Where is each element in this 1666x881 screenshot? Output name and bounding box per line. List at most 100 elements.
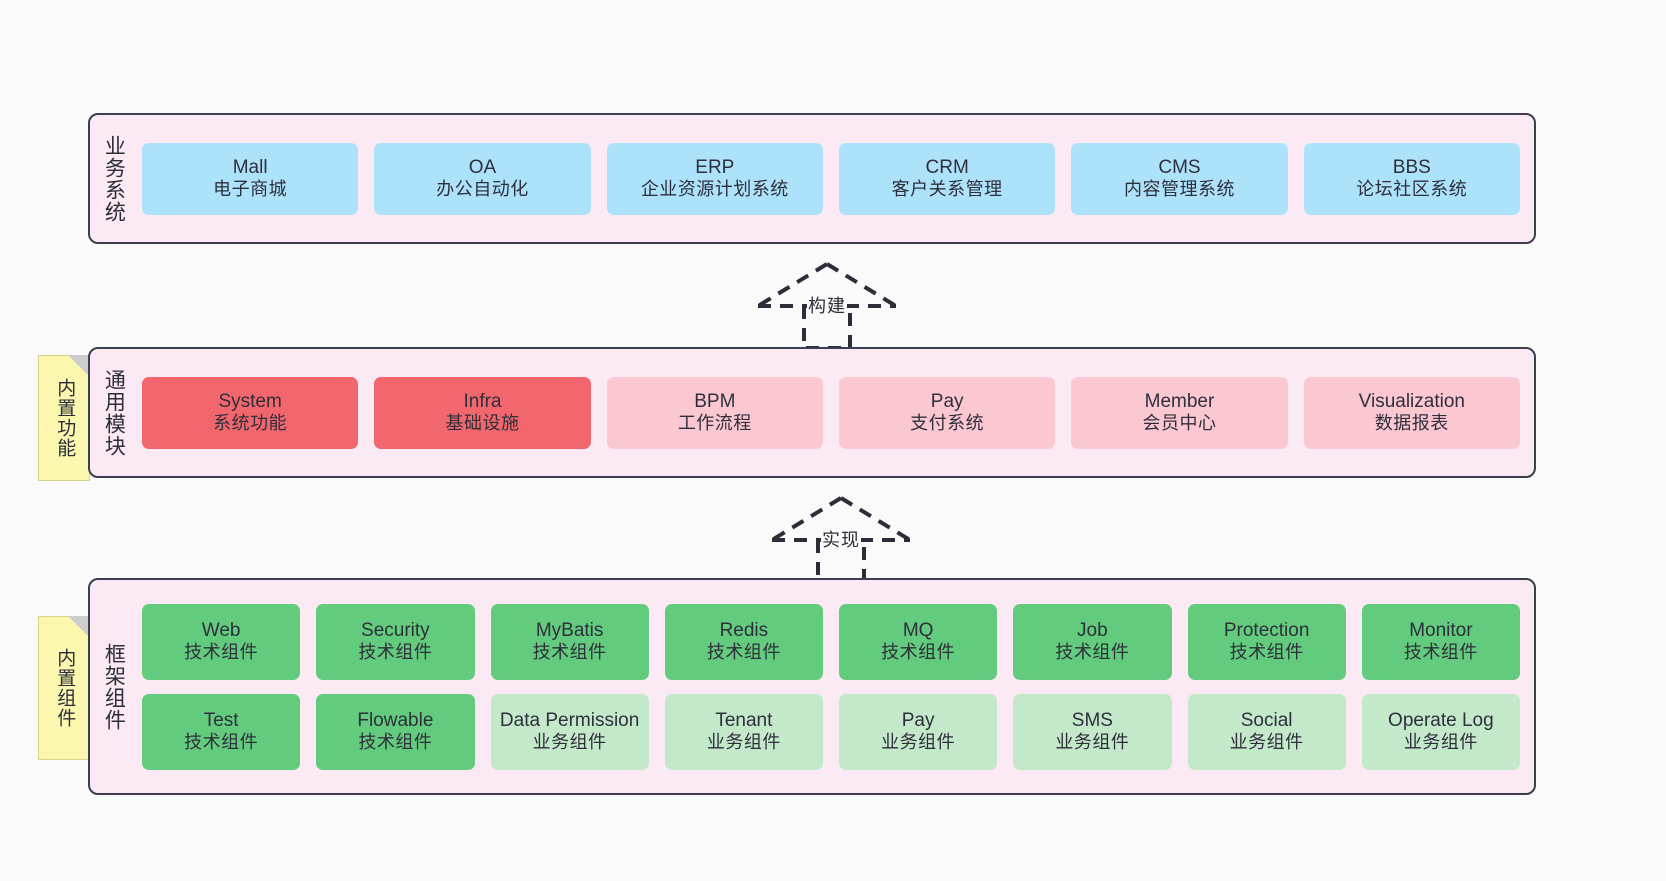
- card-row: Web 技术组件 Security 技术组件 MyBatis 技术组件 Redi…: [142, 603, 1520, 680]
- card-subtitle: 支付系统: [910, 413, 985, 434]
- card-subtitle: 内容管理系统: [1123, 179, 1235, 200]
- layer-title-frame: 框架组件: [102, 642, 126, 731]
- card-subtitle: 技术组件: [184, 732, 259, 753]
- card-title: CRM: [925, 156, 969, 178]
- arrow-implement: 实现: [766, 492, 916, 584]
- card-subtitle: 企业资源计划系统: [640, 179, 789, 200]
- card-security[interactable]: Security 技术组件: [316, 603, 475, 680]
- card-subtitle: 客户关系管理: [891, 179, 1003, 200]
- card-job[interactable]: Job 技术组件: [1013, 603, 1172, 680]
- card-title: Visualization: [1358, 390, 1465, 412]
- card-subtitle: 业务组件: [1229, 732, 1304, 753]
- layer-body-modules: System 系统功能 Infra 基础设施 BPM 工作流程 Pay 支付系统…: [136, 349, 1534, 476]
- card-social[interactable]: Social 业务组件: [1187, 693, 1346, 770]
- card-subtitle: 数据报表: [1374, 413, 1449, 434]
- card-web[interactable]: Web 技术组件: [142, 603, 301, 680]
- card-title: Web: [201, 619, 241, 641]
- card-subtitle: 业务组件: [1403, 732, 1478, 753]
- arrow-build: 构建: [752, 258, 902, 350]
- card-title: MQ: [902, 619, 934, 641]
- card-infra[interactable]: Infra 基础设施: [374, 376, 591, 449]
- card-subtitle: 技术组件: [184, 642, 259, 663]
- card-subtitle: 基础设施: [445, 413, 520, 434]
- card-bbs[interactable]: BBS 论坛社区系统: [1303, 142, 1520, 215]
- card-cms[interactable]: CMS 内容管理系统: [1071, 142, 1288, 215]
- card-title: Tenant: [715, 709, 773, 731]
- card-subtitle: 技术组件: [358, 642, 433, 663]
- card-subtitle: 技术组件: [706, 642, 781, 663]
- card-operate-log[interactable]: Operate Log 业务组件: [1361, 693, 1520, 770]
- card-subtitle: 技术组件: [1055, 642, 1130, 663]
- layer-body-business: Mall 电子商城 OA 办公自动化 ERP 企业资源计划系统 CRM 客户关系…: [136, 115, 1534, 242]
- note-fold-icon: [68, 355, 90, 377]
- note-builtin-function: 内置功能: [38, 355, 90, 481]
- card-subtitle: 技术组件: [881, 642, 956, 663]
- card-subtitle: 业务组件: [1055, 732, 1130, 753]
- card-title: CMS: [1158, 156, 1201, 178]
- card-subtitle: 业务组件: [881, 732, 956, 753]
- card-title: Security: [361, 619, 430, 641]
- card-visualization[interactable]: Visualization 数据报表: [1303, 376, 1520, 449]
- card-protection[interactable]: Protection 技术组件: [1187, 603, 1346, 680]
- card-subtitle: 电子商城: [213, 179, 288, 200]
- card-title: SMS: [1071, 709, 1113, 731]
- arrow-label-implement: 实现: [821, 526, 861, 552]
- layer-title-business: 业务系统: [102, 134, 126, 223]
- card-subtitle: 系统功能: [213, 413, 288, 434]
- layer-framework-components: 框架组件 Web 技术组件 Security 技术组件 MyBatis 技术组件…: [88, 578, 1536, 795]
- card-oa[interactable]: OA 办公自动化: [374, 142, 591, 215]
- card-title: Mall: [232, 156, 268, 178]
- card-tenant[interactable]: Tenant 业务组件: [664, 693, 823, 770]
- card-subtitle: 工作流程: [677, 413, 752, 434]
- layer-common-modules: 通用模块 System 系统功能 Infra 基础设施 BPM 工作流程 Pay…: [88, 347, 1536, 478]
- card-title: Monitor: [1409, 619, 1473, 641]
- card-subtitle: 技术组件: [358, 732, 433, 753]
- layer-title-modules: 通用模块: [102, 368, 126, 457]
- card-subtitle: 业务组件: [532, 732, 607, 753]
- card-title: System: [218, 390, 282, 412]
- card-title: Job: [1077, 619, 1108, 641]
- card-subtitle: 技术组件: [532, 642, 607, 663]
- card-subtitle: 论坛社区系统: [1356, 179, 1468, 200]
- card-subtitle: 业务组件: [706, 732, 781, 753]
- card-flowable[interactable]: Flowable 技术组件: [316, 693, 475, 770]
- card-row: System 系统功能 Infra 基础设施 BPM 工作流程 Pay 支付系统…: [142, 376, 1520, 449]
- card-row: Test 技术组件 Flowable 技术组件 Data Permission …: [142, 693, 1520, 770]
- card-title: Social: [1240, 709, 1293, 731]
- card-subtitle: 会员中心: [1142, 413, 1217, 434]
- layer-business-system: 业务系统 Mall 电子商城 OA 办公自动化 ERP 企业资源计划系统 CRM…: [88, 113, 1536, 244]
- card-sms[interactable]: SMS 业务组件: [1013, 693, 1172, 770]
- card-redis[interactable]: Redis 技术组件: [664, 603, 823, 680]
- card-title: Pay: [901, 709, 935, 731]
- card-monitor[interactable]: Monitor 技术组件: [1361, 603, 1520, 680]
- card-pay[interactable]: Pay 支付系统: [838, 376, 1056, 449]
- card-erp[interactable]: ERP 企业资源计划系统: [606, 142, 823, 215]
- card-title: Infra: [463, 390, 502, 412]
- card-data-permission[interactable]: Data Permission 业务组件: [490, 693, 649, 770]
- card-mq[interactable]: MQ 技术组件: [839, 603, 998, 680]
- card-title: Flowable: [357, 709, 434, 731]
- card-bpm[interactable]: BPM 工作流程: [606, 376, 823, 449]
- card-subtitle: 技术组件: [1403, 642, 1478, 663]
- card-title: BBS: [1392, 156, 1431, 178]
- card-mall[interactable]: Mall 电子商城: [142, 142, 359, 215]
- card-title: ERP: [695, 156, 735, 178]
- arrow-label-build: 构建: [807, 292, 847, 318]
- card-system[interactable]: System 系统功能: [142, 376, 359, 449]
- card-title: Protection: [1223, 619, 1310, 641]
- card-title: Operate Log: [1388, 709, 1494, 731]
- card-title: Data Permission: [499, 709, 640, 731]
- card-title: Test: [203, 709, 239, 731]
- note-label: 内置功能: [54, 378, 76, 458]
- note-builtin-component: 内置组件: [38, 616, 90, 760]
- note-label: 内置组件: [54, 648, 76, 728]
- card-crm[interactable]: CRM 客户关系管理: [838, 142, 1056, 215]
- card-title: Pay: [930, 390, 964, 412]
- card-test[interactable]: Test 技术组件: [142, 693, 301, 770]
- card-mybatis[interactable]: MyBatis 技术组件: [490, 603, 649, 680]
- note-fold-icon: [68, 616, 90, 638]
- card-pay-business[interactable]: Pay 业务组件: [839, 693, 998, 770]
- card-subtitle: 技术组件: [1229, 642, 1304, 663]
- card-member[interactable]: Member 会员中心: [1071, 376, 1288, 449]
